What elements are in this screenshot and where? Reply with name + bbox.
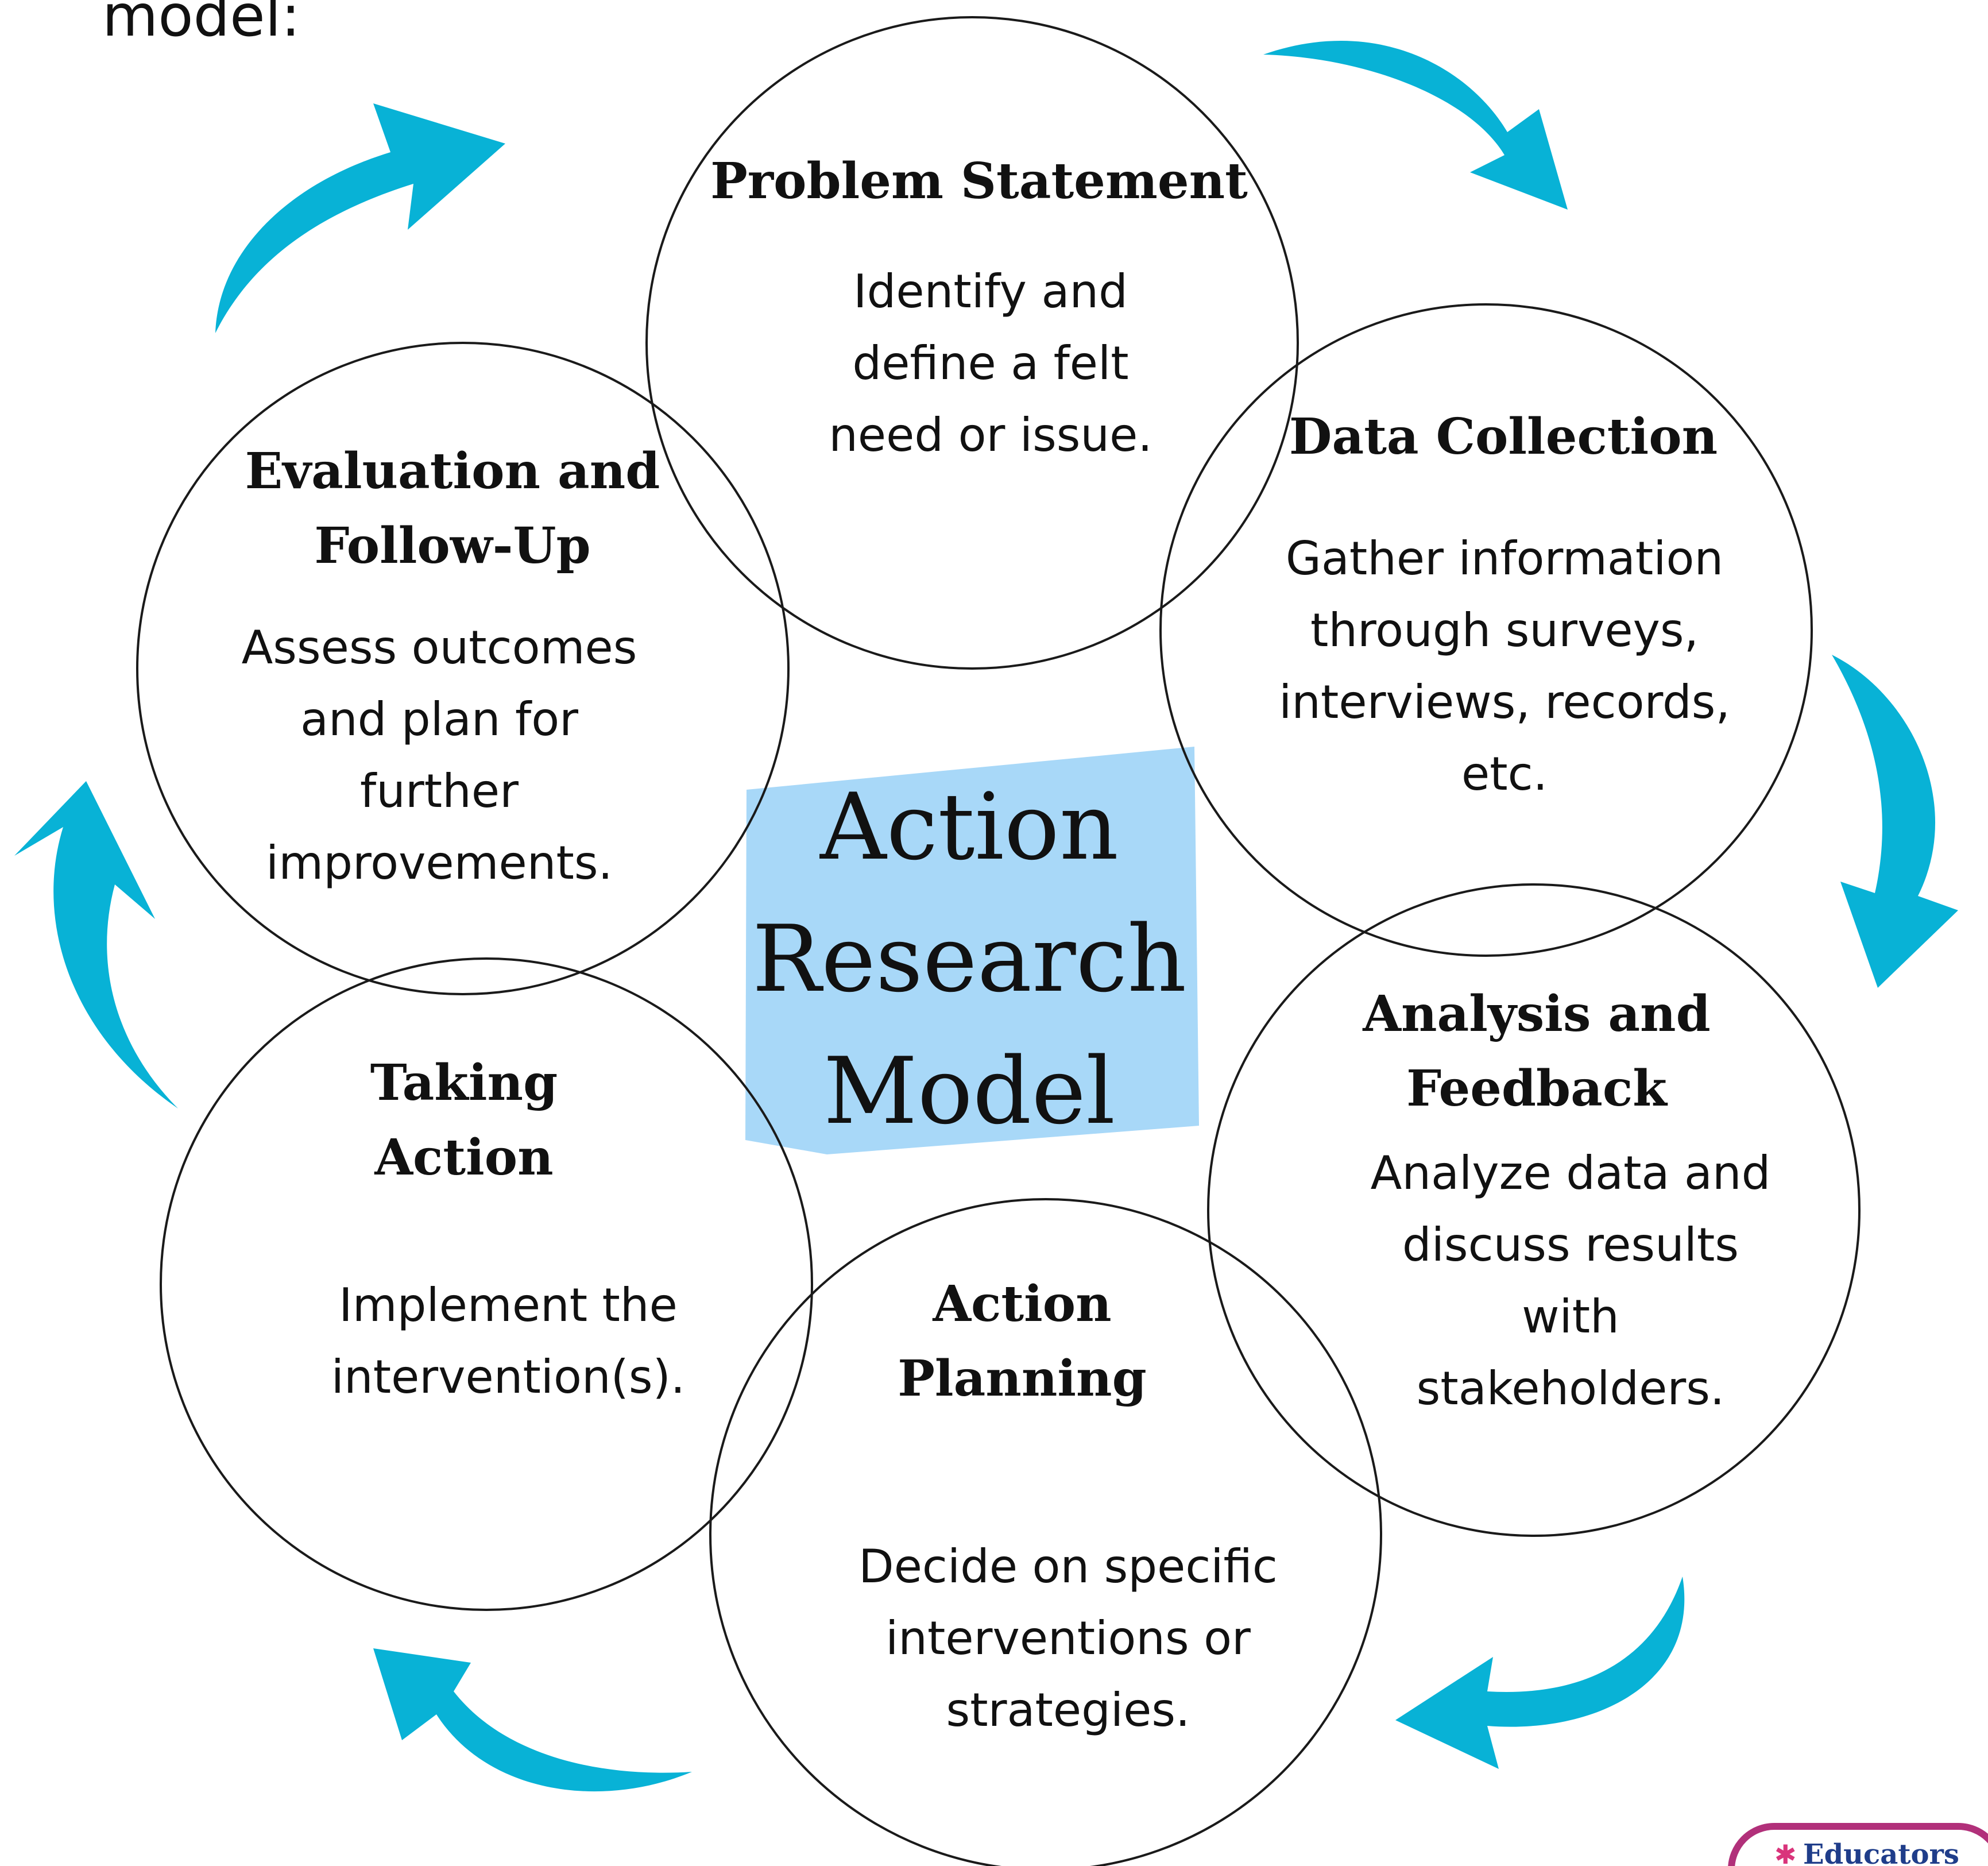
center-title-line-3: Model <box>823 1037 1115 1145</box>
stage-description: Implement the <box>339 1278 678 1332</box>
stage-data-collection: Data Collection Gather information throu… <box>1279 408 1730 801</box>
circle-problem-statement <box>645 16 1299 670</box>
stage-title: Data Collection <box>1289 408 1718 466</box>
stage-description: improvements. <box>266 836 613 890</box>
stage-description: and plan for <box>300 693 578 746</box>
circle-evaluation-followup <box>136 342 790 995</box>
stage-description: Gather information <box>1286 532 1723 585</box>
arrow-analysis-to-planning <box>1395 1577 1685 1769</box>
stage-title: Feedback <box>1406 1060 1668 1118</box>
stage-title: Evaluation and <box>245 442 660 500</box>
stage-description: Decide on specific <box>858 1540 1278 1593</box>
stage-title: Follow-Up <box>314 517 590 575</box>
stage-description: discuss results <box>1402 1218 1739 1272</box>
center-highlight <box>745 747 1199 1154</box>
stage-description: intervention(s). <box>331 1350 685 1404</box>
stage-description: Identify and <box>853 265 1128 318</box>
circle-analysis-feedback <box>1207 883 1861 1537</box>
stage-description: Analyze data and <box>1371 1146 1771 1200</box>
stage-title: Problem Statement <box>710 152 1248 210</box>
stage-title: Action <box>374 1129 553 1187</box>
stage-evaluation-followup: Evaluation and Follow-Up Assess outcomes… <box>242 442 660 890</box>
stage-problem-statement: Problem Statement Identify and define a … <box>710 152 1248 462</box>
stage-description: interventions or <box>885 1612 1251 1665</box>
arrow-taking-to-evaluation <box>14 781 178 1108</box>
stage-description: define a felt <box>852 337 1128 390</box>
stage-description: stakeholders. <box>1417 1362 1725 1415</box>
center-title-line-1: Action <box>819 773 1119 880</box>
circle-data-collection <box>1159 303 1813 957</box>
stage-description: with <box>1522 1290 1619 1343</box>
stage-description: further <box>360 764 519 818</box>
stage-description: Assess outcomes <box>242 621 637 674</box>
stage-description: through surveys, <box>1310 604 1699 657</box>
educators-logo: ✱ Educators <box>1728 1823 1988 1866</box>
circle-action-planning <box>709 1198 1382 1866</box>
stage-title: Taking <box>370 1054 558 1112</box>
logo-star-icon: ✱ <box>1774 1840 1797 1866</box>
stage-analysis-feedback: Analysis and Feedback Analyze data and d… <box>1362 985 1770 1415</box>
stage-description: interviews, records, <box>1279 675 1730 729</box>
stage-action-planning: Action Planning Decide on specific inter… <box>858 1275 1278 1737</box>
stage-taking-action: Taking Action Implement the intervention… <box>331 1054 685 1404</box>
center-title-line-2: Research <box>752 905 1186 1013</box>
arrow-data-to-analysis <box>1832 655 1958 988</box>
partial-title: model: <box>102 0 300 49</box>
stage-title: Action <box>932 1275 1111 1333</box>
arrow-planning-to-taking <box>373 1648 692 1792</box>
stage-title: Planning <box>898 1350 1146 1408</box>
arrow-evaluation-to-problem <box>215 103 505 333</box>
circle-taking-action <box>160 957 813 1611</box>
stage-description: need or issue. <box>829 408 1152 462</box>
arrow-problem-to-data <box>1263 41 1568 210</box>
logo-text: Educators <box>1803 1838 1959 1866</box>
stage-description: strategies. <box>946 1683 1190 1737</box>
center-title: Action Research Model <box>752 773 1186 1145</box>
cycle-arrows <box>14 41 1958 1792</box>
stage-description: etc. <box>1461 747 1548 801</box>
stage-title: Analysis and <box>1362 985 1710 1043</box>
